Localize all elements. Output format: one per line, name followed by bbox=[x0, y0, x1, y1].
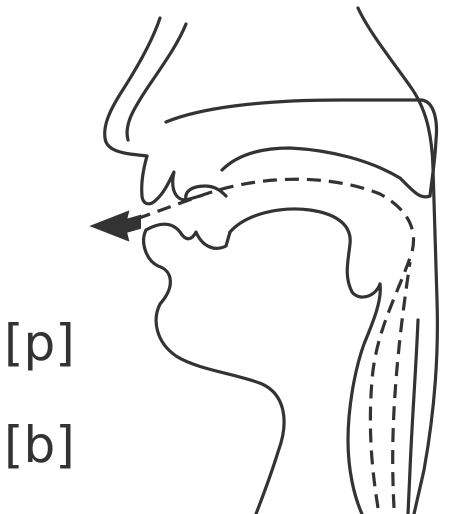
label-p: [p] bbox=[4, 318, 75, 368]
tongue-outline bbox=[230, 209, 380, 297]
nose-inner-outline bbox=[127, 24, 186, 140]
nose-bridge-outline bbox=[105, 18, 160, 156]
upper-lip-outline bbox=[142, 156, 200, 204]
pharynx-back-outline bbox=[408, 320, 418, 514]
lower-lip-outline bbox=[144, 230, 284, 514]
nasal-floor-outline bbox=[222, 148, 430, 197]
label-b: [b] bbox=[4, 420, 75, 470]
lower-teeth-outline bbox=[146, 224, 230, 248]
airflow-arrow-icon bbox=[92, 212, 140, 240]
airflow-path bbox=[128, 179, 414, 508]
airflow-return bbox=[393, 262, 410, 508]
